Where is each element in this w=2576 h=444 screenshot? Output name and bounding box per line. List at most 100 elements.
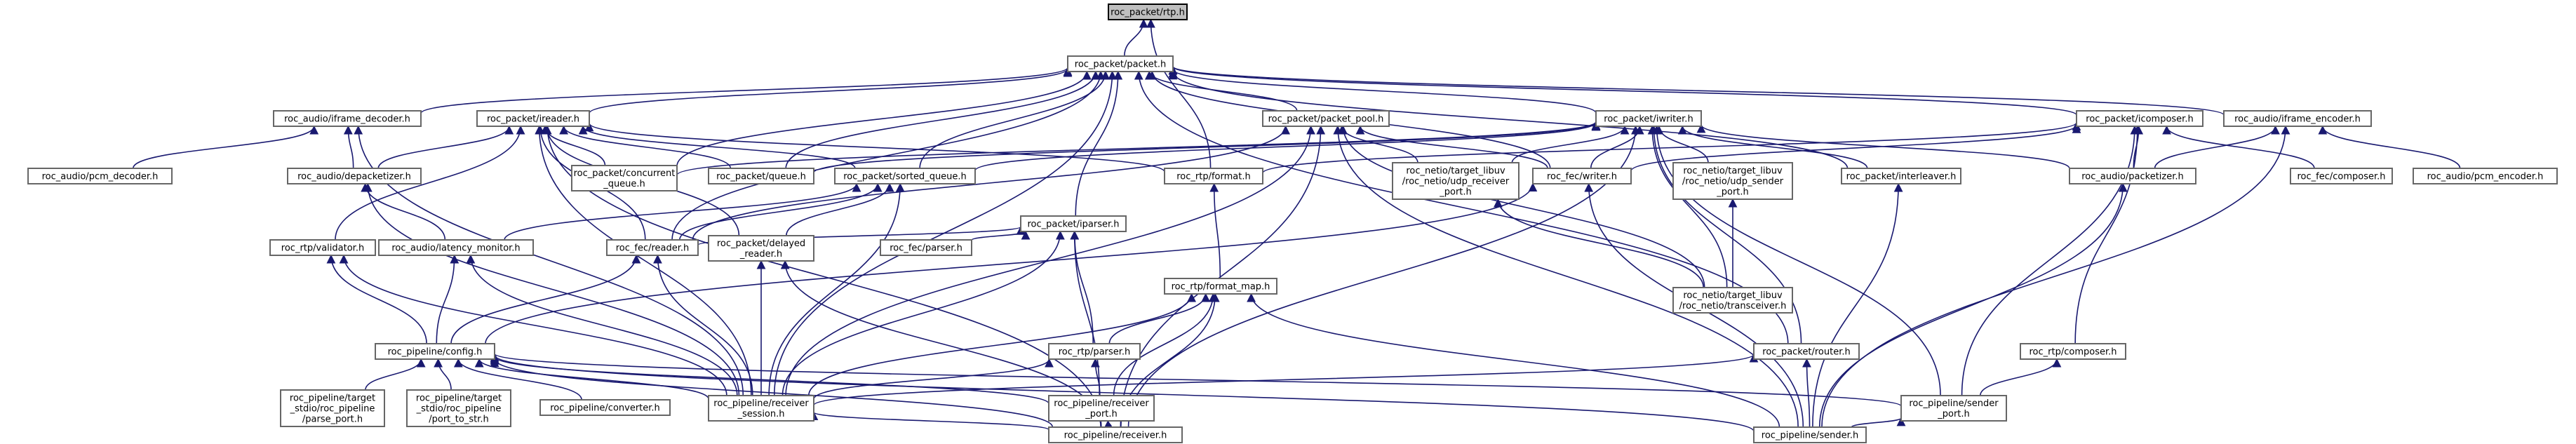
node-label-root: roc_packet/rtp.h (1111, 8, 1185, 18)
edge-fec_reader-to-sorted_queue (679, 182, 883, 241)
node-label-pcm_decoder: roc_audio/pcm_decoder.h (42, 172, 159, 182)
node-label-sorted_queue: roc_packet/sorted_queue.h (843, 172, 967, 182)
node-label-receiver_port: roc_pipeline/receiver (1054, 398, 1149, 409)
edge-receiver-to-config (490, 358, 1054, 428)
edge-concurrent_queue-to-reader (540, 125, 606, 166)
edge-transceiver-to-udp_receiver (1494, 198, 1704, 288)
node-transceiver[interactable]: roc_netio/target_libuv/roc_netio/transce… (1672, 287, 1793, 314)
node-label-packetizer: roc_audio/packetizer.h (2081, 172, 2184, 182)
node-fec_writer[interactable]: roc_fec/writer.h (1532, 168, 1632, 184)
edge-receiver_session-to-fec_reader (653, 254, 753, 396)
edge-queue-to-packet (785, 70, 1101, 169)
node-reader[interactable]: roc_packet/ireader.h (476, 110, 590, 127)
node-box-pcm_encoder (2413, 168, 2558, 184)
node-rtp_validator[interactable]: roc_rtp/validator.h (269, 239, 376, 256)
node-label-receiver_session: _session.h (737, 409, 785, 419)
node-config[interactable]: roc_pipeline/config.h (375, 343, 495, 360)
edge-format_map-to-rtp_format (1209, 182, 1221, 279)
node-parse_port[interactable]: roc_pipeline/target_stdio/roc_pipeline/p… (280, 389, 385, 427)
node-port_to_str[interactable]: roc_pipeline/target_stdio/roc_pipeline/p… (406, 389, 511, 427)
node-label-rtp_validator: roc_rtp/validator.h (281, 243, 364, 254)
node-box-converter (539, 399, 671, 416)
node-label-transceiver: roc_netio/target_libuv (1683, 290, 1783, 301)
edge-interleaver-to-iwriter (1677, 125, 1868, 169)
edge-receiver_port-to-iparser (1070, 230, 1101, 396)
node-fec_reader[interactable]: roc_fec/reader.h (606, 239, 699, 256)
node-iwriter[interactable]: roc_packet/iwriter.h (1595, 110, 1702, 127)
node-router[interactable]: roc_packet/router.h (1753, 343, 1860, 360)
node-box-iwriter (1595, 110, 1702, 127)
edge-parse_port-to-config (365, 358, 426, 391)
node-label-rtp_format: roc_rtp/format.h (1176, 172, 1250, 182)
edge-transceiver-to-packet_pool (1339, 125, 1705, 288)
node-packet_pool[interactable]: roc_packet/packet_pool.h (1262, 110, 1390, 127)
edge-delayed_reader-to-sorted_queue (786, 182, 894, 236)
edge-port_to_str-to-config (434, 358, 452, 391)
edge-icomposer-to-packet (1169, 65, 2077, 116)
edge-depacketizer-to-frame_decoder (343, 125, 354, 169)
node-receiver_port[interactable]: roc_pipeline/receiver_port.h (1048, 395, 1155, 422)
node-depacketizer[interactable]: roc_audio/depacketizer.h (287, 168, 422, 184)
node-fec_parser[interactable]: roc_fec/parser.h (880, 239, 972, 256)
node-concurrent_queue[interactable]: roc_packet/concurrent_queue.h (571, 165, 678, 191)
node-pcm_encoder[interactable]: roc_audio/pcm_encoder.h (2413, 168, 2558, 184)
node-label-udp_sender: roc_netio/target_libuv (1683, 166, 1783, 177)
edge-receiver_session-to-format_map (807, 292, 1196, 396)
node-icomposer[interactable]: roc_packet/icomposer.h (2076, 110, 2203, 127)
edge-pcm_encoder-to-frame_encoder (2318, 125, 2461, 169)
node-frame_decoder[interactable]: roc_audio/iframe_decoder.h (273, 110, 422, 127)
node-pcm_decoder[interactable]: roc_audio/pcm_decoder.h (27, 168, 173, 184)
node-label-packet_pool: roc_packet/packet_pool.h (1268, 114, 1384, 125)
edge-sender_port-to-config (490, 352, 1902, 407)
node-receiver[interactable]: roc_pipeline/receiver.h (1048, 426, 1183, 443)
node-rtp_composer[interactable]: roc_rtp/composer.h (2020, 343, 2126, 360)
node-frame_encoder[interactable]: roc_audio/iframe_encoder.h (2223, 110, 2372, 127)
node-rtp_parser[interactable]: roc_rtp/parser.h (1048, 343, 1141, 360)
edge-fec_writer-to-packet_pool (1355, 125, 1548, 169)
node-box-fec_parser (880, 239, 972, 256)
node-packetizer[interactable]: roc_audio/packetizer.h (2069, 168, 2196, 184)
node-delayed_reader[interactable]: roc_packet/delayed_reader.h (708, 235, 814, 262)
edge-pcm_decoder-to-frame_decoder (132, 125, 319, 169)
node-sorted_queue[interactable]: roc_packet/sorted_queue.h (834, 168, 976, 184)
edge-sorted_queue-to-packet (919, 70, 1111, 169)
node-queue[interactable]: roc_packet/queue.h (708, 168, 814, 184)
node-format_map[interactable]: roc_rtp/format_map.h (1164, 278, 1277, 295)
edge-receiver_session-to-depacketizer (363, 182, 740, 396)
node-rtp_format[interactable]: roc_rtp/format.h (1164, 168, 1263, 184)
node-box-transceiver (1672, 287, 1793, 314)
node-label-reader: roc_packet/ireader.h (487, 114, 579, 125)
node-converter[interactable]: roc_pipeline/converter.h (539, 399, 671, 416)
edge-packetizer-to-frame_encoder (2154, 125, 2280, 169)
node-label-fec_composer: roc_fec/composer.h (2297, 172, 2385, 182)
node-label-receiver: roc_pipeline/receiver.h (1064, 431, 1167, 441)
node-box-delayed_reader (708, 235, 814, 262)
node-iparser[interactable]: roc_packet/iparser.h (1020, 215, 1127, 232)
node-label-icomposer: roc_packet/icomposer.h (2086, 114, 2193, 125)
node-box-fec_composer (2290, 168, 2393, 184)
node-latency_monitor[interactable]: roc_audio/latency_monitor.h (378, 239, 534, 256)
node-label-parse_port: /parse_port.h (302, 415, 363, 425)
node-box-depacketizer (287, 168, 422, 184)
node-udp_receiver[interactable]: roc_netio/target_libuv/roc_netio/udp_rec… (1392, 162, 1520, 200)
edge-config-to-latency_monitor (436, 254, 459, 344)
node-box-pcm_decoder (27, 168, 173, 184)
node-box-rtp_validator (269, 239, 376, 256)
node-label-sender: roc_pipeline/sender.h (1762, 431, 1858, 441)
node-interleaver[interactable]: roc_packet/interleaver.h (1841, 168, 1961, 184)
node-sender_port[interactable]: roc_pipeline/sender_port.h (1900, 395, 2007, 422)
node-receiver_session[interactable]: roc_pipeline/receiver_session.h (708, 395, 814, 422)
node-sender[interactable]: roc_pipeline/sender.h (1753, 426, 1867, 443)
node-udp_sender[interactable]: roc_netio/target_libuv/roc_netio/udp_sen… (1672, 162, 1793, 200)
node-label-router: roc_packet/router.h (1762, 347, 1850, 358)
node-label-converter: roc_pipeline/converter.h (550, 403, 660, 414)
node-label-udp_sender: /roc_netio/udp_sender (1682, 177, 1784, 187)
node-label-parse_port: _stdio/roc_pipeline (290, 404, 375, 415)
node-packet[interactable]: roc_packet/packet.h (1067, 55, 1174, 72)
edge-config-to-fec_writer (485, 182, 1538, 344)
edge-transceiver-to-iwriter (1647, 125, 1728, 288)
edge-config-to-fec_reader (450, 254, 641, 344)
node-fec_composer[interactable]: roc_fec/composer.h (2290, 168, 2393, 184)
node-root[interactable]: roc_packet/rtp.h (1108, 4, 1188, 20)
